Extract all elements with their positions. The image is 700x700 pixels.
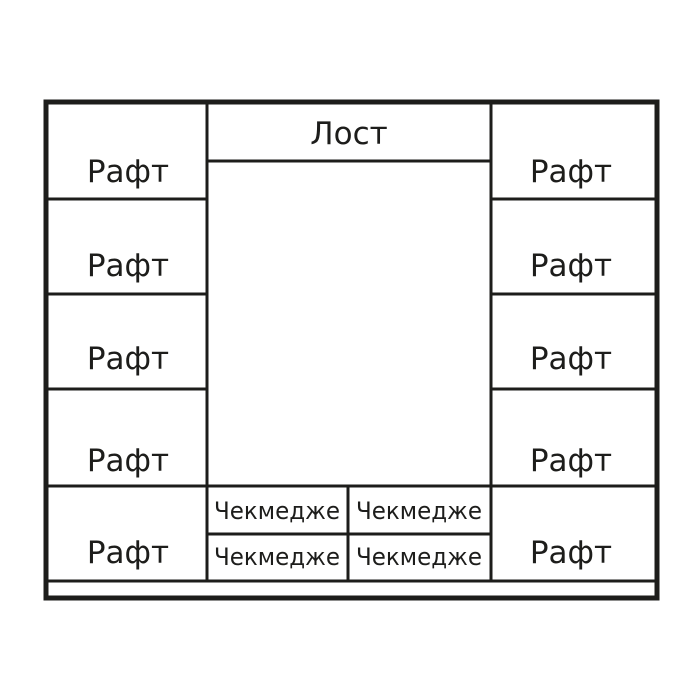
- left-shelf-label-2: Рафт: [87, 248, 169, 284]
- right-shelf-label-5: Рафт: [530, 535, 612, 571]
- left-shelf-label-1: Рафт: [87, 154, 169, 190]
- drawer-label-top-right: Чекмедже: [356, 497, 482, 525]
- left-shelf-label-5: Рафт: [87, 535, 169, 571]
- drawer-label-bottom-left: Чекмедже: [214, 543, 340, 571]
- left-shelf-label-3: Рафт: [87, 341, 169, 377]
- drawer-label-top-left: Чекмедже: [214, 497, 340, 525]
- right-shelf-label-3: Рафт: [530, 341, 612, 377]
- wardrobe-frame: [43, 99, 660, 601]
- rail-label: Лост: [310, 116, 387, 152]
- left-shelf-label-4: Рафт: [87, 443, 169, 479]
- drawer-label-bottom-right: Чекмедже: [356, 543, 482, 571]
- right-shelf-label-4: Рафт: [530, 443, 612, 479]
- right-shelf-label-1: Рафт: [530, 154, 612, 190]
- right-shelf-label-2: Рафт: [530, 248, 612, 284]
